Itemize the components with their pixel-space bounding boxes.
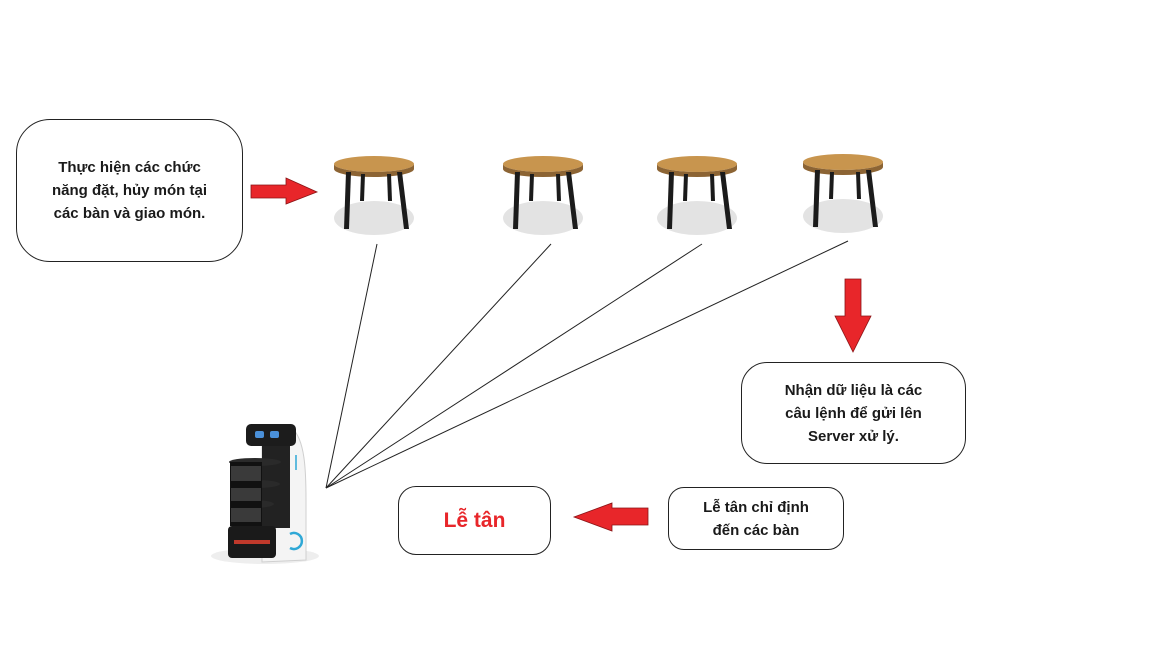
reception-assign-text: Lễ tân chỉ định đến các bàn xyxy=(703,498,809,539)
table-icon xyxy=(334,156,414,235)
table-icon xyxy=(803,154,883,233)
reception-label: Lễ tân xyxy=(443,509,506,532)
functions-description-box: Thực hiện các chức năng đặt, hủy món tại… xyxy=(16,119,243,262)
line-to-table-3 xyxy=(325,243,703,489)
line-to-table-1 xyxy=(325,243,378,489)
data-description-box: Nhận dữ liệu là các câu lệnh để gửi lên … xyxy=(741,362,966,464)
reception-box: Lễ tân xyxy=(398,486,551,555)
robot-icon xyxy=(211,424,319,564)
reception-assign-box: Lễ tân chỉ định đến các bàn xyxy=(668,487,844,550)
data-description-text: Nhận dữ liệu là các câu lệnh để gửi lên … xyxy=(784,381,923,445)
functions-description-text: Thực hiện các chức năng đặt, hủy món tại… xyxy=(51,159,207,222)
line-to-table-2 xyxy=(325,243,552,489)
arrow-down-icon xyxy=(834,278,872,353)
table-icon xyxy=(657,156,737,235)
arrow-left-icon xyxy=(572,502,649,532)
arrow-right-icon xyxy=(250,177,319,205)
line-to-table-4 xyxy=(325,240,849,489)
connection-lines xyxy=(325,240,849,489)
table-icon xyxy=(503,156,583,235)
